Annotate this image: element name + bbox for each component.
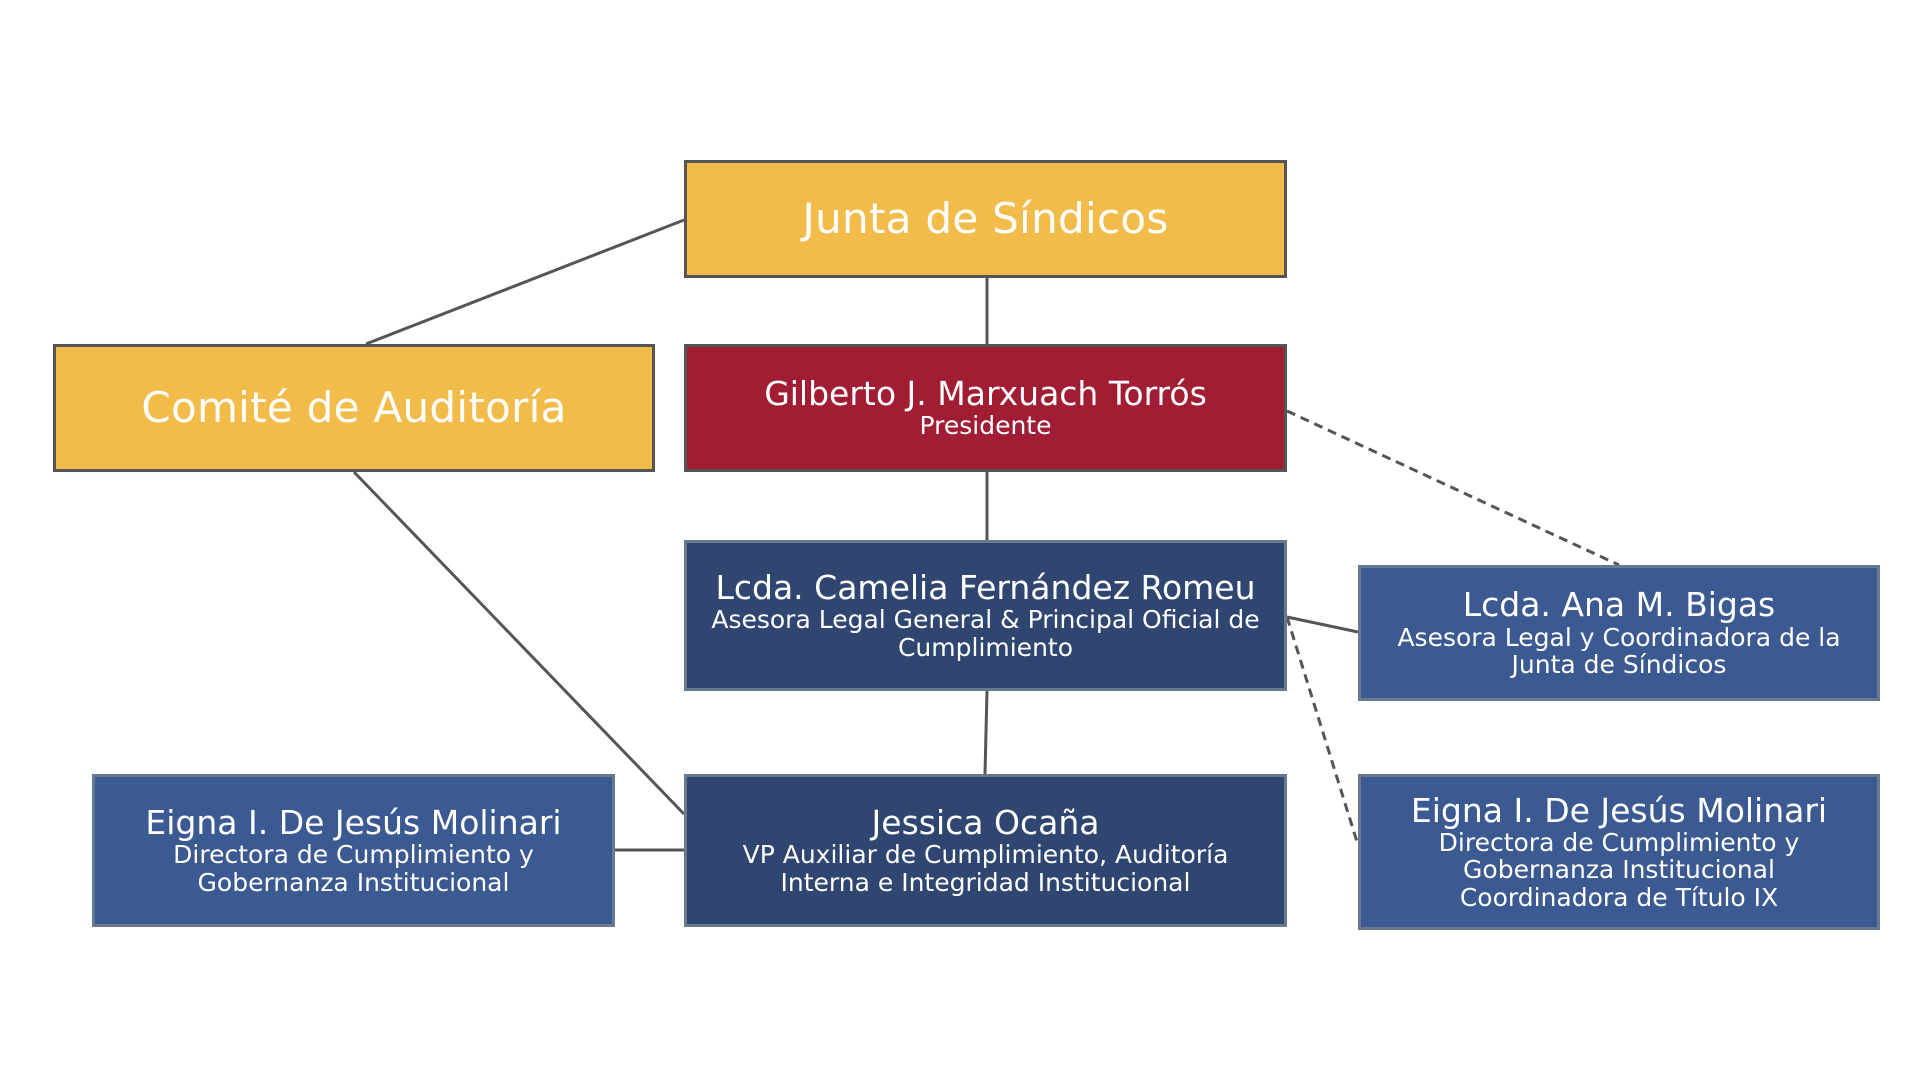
asesora-junta-role: Asesora Legal y Coordinadora de la Junta… [1397,624,1840,679]
junta-de-sindicos-box: Junta de Síndicos [684,160,1287,278]
asesora-general-name: Lcda. Camelia Fernández Romeu [715,567,1256,607]
asesora-general-role: Asesora Legal General & Principal Oficia… [711,606,1259,661]
directora-right-name: Eigna I. De Jesús Molinari [1410,790,1828,830]
connector-junta-comite [365,218,685,346]
connector-asesora-general-asesora-junta [1286,615,1359,634]
asesora-junta-box: Lcda. Ana M. Bigas Asesora Legal y Coord… [1358,565,1880,701]
asesora-junta-name: Lcda. Ana M. Bigas [1462,585,1776,625]
directora-left-box: Eigna I. De Jesús Molinari Directora de … [92,774,615,927]
comite-de-auditoria-box: Comité de Auditoría [53,344,655,472]
vp-auxiliar-role-line-1: VP Auxiliar de Cumplimiento, Auditoría [742,840,1229,870]
dashed-connector-presidente-asesora-junta [1286,409,1620,567]
directora-left-name: Eigna I. De Jesús Molinari [145,802,562,842]
asesora-junta-role-line-2: Junta de Síndicos [1511,650,1727,680]
vp-auxiliar-role-line-2: Interna e Integridad Institucional [780,867,1191,897]
connector-asesora-general-vp [983,690,989,775]
directora-right-role: Directora de Cumplimiento y Gobernanza I… [1439,829,1800,912]
asesora-general-role-line-1: Asesora Legal General & Principal Oficia… [711,605,1260,635]
asesora-junta-role-line-1: Asesora Legal y Coordinadora de la [1397,622,1841,652]
directora-right-role-line-3: Coordinadora de Título IX [1459,882,1779,912]
asesora-legal-general-box: Lcda. Camelia Fernández Romeu Asesora Le… [684,540,1287,691]
presidente-box: Gilberto J. Marxuach Torrós Presidente [684,344,1287,472]
directora-right-box: Eigna I. De Jesús Molinari Directora de … [1358,774,1880,930]
directora-right-role-line-1: Directora de Cumplimiento y [1438,827,1800,857]
vp-auxiliar-box: Jessica Ocaña VP Auxiliar de Cumplimient… [684,774,1287,927]
junta-title: Junta de Síndicos [802,193,1169,243]
comite-title: Comité de Auditoría [141,382,567,432]
presidente-name: Gilberto J. Marxuach Torrós [764,374,1207,414]
dashed-connector-asesora-general-directora-right [1285,616,1360,846]
vp-auxiliar-role: VP Auxiliar de Cumplimiento, Auditoría I… [743,841,1229,896]
connector-comite-vp [352,470,686,816]
presidente-role: Presidente [920,412,1052,440]
directora-left-role: Directora de Cumplimiento y Gobernanza I… [173,841,534,896]
directora-left-role-line-1: Directora de Cumplimiento y [173,840,534,870]
vp-auxiliar-name: Jessica Ocaña [871,802,1100,842]
directora-right-role-line-2: Gobernanza Institucional [1463,855,1775,885]
asesora-general-role-line-2: Cumplimiento [897,632,1074,662]
directora-left-role-line-2: Gobernanza Institucional [197,867,510,897]
presidente-role-line-1: Presidente [919,411,1052,441]
